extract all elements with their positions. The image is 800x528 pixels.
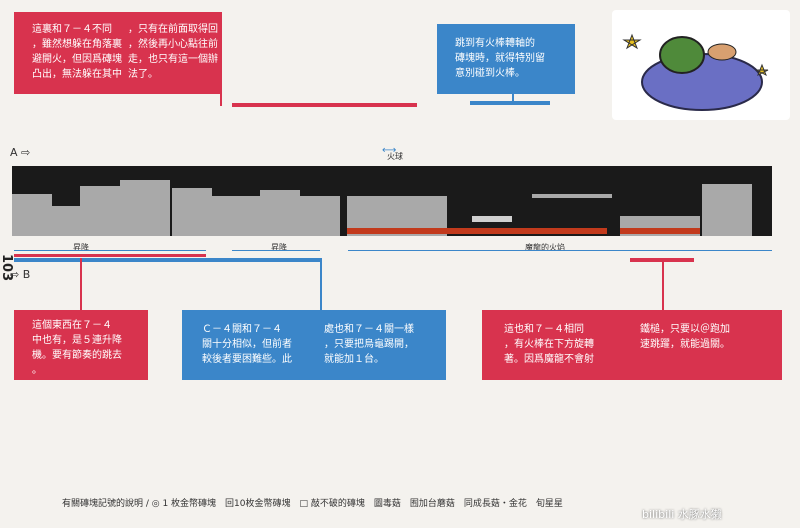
tip-text-col1: 這裏和７－４不同 ，雖然想躲在角落裏 避開火，但因爲磚塊 凸出，無法躲在其中 (32, 24, 122, 80)
tip-text-col2: 鐵槌，只要以＠跑加 速跳躍，就能過關。 (640, 324, 730, 350)
tip-box-bottom-left: 這個東西在７－４ 中也有，是５連升降 機。要有節奏的跳去 。 (14, 310, 148, 380)
tip-text-col1: 這也和７－４相同 ，有火棒在下方旋轉 著。因爲魔龍不會射 (504, 324, 594, 365)
lift-label-1: 昇降 (70, 242, 92, 253)
fireball-label: 火球 (387, 152, 403, 161)
lift-arrow-1 (14, 250, 206, 251)
tip-box-top-left: 這裏和７－４不同 ，雖然想躲在角落裏 避開火，但因爲磚塊 凸出，無法躲在其中 ，… (14, 12, 222, 94)
lift-label-2: 昇降 (268, 242, 290, 253)
fireball-arrow: ⟷ (382, 145, 397, 156)
tip-box-bottom-center: Ｃ－４關和７－４ 關十分相似，但前者 較後者要困難些。此 處也和７－４關一樣 ，… (182, 310, 446, 380)
connector-bottom-left (80, 258, 82, 310)
lift-arrow-2 (232, 250, 320, 251)
brick-symbol-legend: 有關磚塊記號的說明 / ◎ 1 枚金幣磚塊 回10枚金幣磚塊 □ 敲不破的磚塊 … (62, 499, 563, 509)
range-bar-top-red (232, 103, 417, 107)
range-bar-bottom-left (14, 258, 206, 262)
tip-text-col2: 處也和７－４關一樣 ，只要把烏龜踢開， 就能加１台。 (324, 324, 414, 365)
connector-top-red (220, 94, 222, 106)
illustration-panel (612, 10, 790, 120)
range-bar-top-blue (470, 101, 550, 105)
dragon-fire-label: 魔龍的火焰 (522, 242, 568, 253)
range-bar-bottom-right (630, 258, 694, 262)
range-bar-bottom-red (14, 254, 206, 257)
tip-text-col2: ，只有在前面取得回 ，然後再小心點往前 走，也只有這一個辦 法了。 (128, 24, 218, 80)
connector-bottom-right (662, 262, 664, 310)
dragon-fire-arrow (348, 250, 772, 251)
level-map (12, 166, 772, 236)
connector-bottom-mid (320, 258, 322, 310)
route-label-a: A ⇨ (10, 146, 31, 159)
tip-text: 這個東西在７－４ 中也有，是５連升降 機。要有節奏的跳去 。 (32, 320, 122, 376)
watermark: bilibili 水豚水獭 (642, 508, 722, 521)
tip-box-top-center: 跳到有火棒轉軸的 磚塊時，就得特別留 意別碰到火棒。 (437, 24, 575, 94)
dragon-pot-illustration (622, 33, 769, 111)
tip-box-bottom-right: 這也和７－４相同 ，有火棒在下方旋轉 著。因爲魔龍不會射 鐵槌，只要以＠跑加 速… (482, 310, 782, 380)
tip-text-col1: Ｃ－４關和７－４ 關十分相似，但前者 較後者要困難些。此 (202, 324, 292, 365)
tip-text: 跳到有火棒轉軸的 磚塊時，就得特別留 意別碰到火棒。 (455, 38, 545, 79)
route-label-b: ⇨ B (10, 268, 31, 281)
range-bar-bottom-mid (206, 258, 322, 262)
connector-top-blue (512, 94, 514, 102)
